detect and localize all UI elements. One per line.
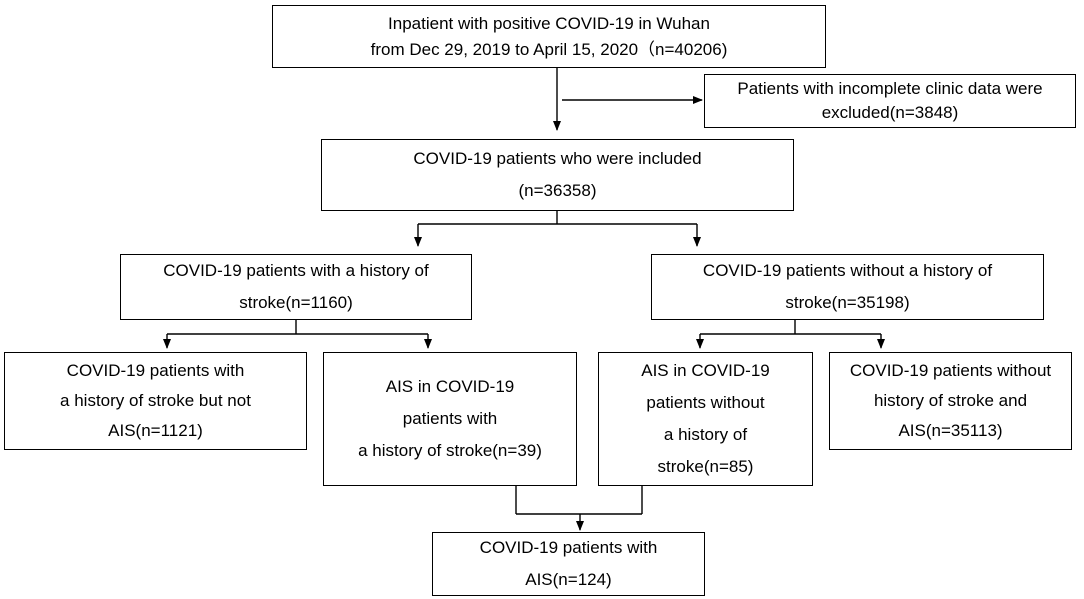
box-ais-without-history-line-2: patients without: [646, 393, 765, 412]
box-ais-total: COVID-19 patients with AIS(n=124): [432, 532, 705, 596]
box-included-line-1: COVID-19 patients who were included: [413, 149, 702, 168]
box-ais-total-line-1: COVID-19 patients with: [479, 538, 658, 557]
box-with-history-line-1: COVID-19 patients with a history of: [163, 261, 429, 280]
box-history-no-ais: COVID-19 patients with a history of stro…: [4, 352, 307, 450]
box-no-history-no-ais-line-1: COVID-19 patients without: [849, 361, 1052, 380]
box-no-history-no-ais-line-3: AIS(n=35113): [898, 421, 1003, 440]
box-with-history: COVID-19 patients with a history of stro…: [120, 254, 472, 320]
box-ais-total-line-2: AIS(n=124): [525, 570, 612, 589]
box-ais-with-history-line-1: AIS in COVID-19: [385, 377, 515, 396]
box-included: COVID-19 patients who were included (n=3…: [321, 139, 794, 211]
box-ais-with-history-line-2: patients with: [402, 409, 498, 428]
box-without-history: COVID-19 patients without a history of s…: [651, 254, 1044, 320]
box-excluded: Patients with incomplete clinic data wer…: [704, 74, 1076, 128]
box-no-history-no-ais-line-2: history of stroke and: [873, 391, 1028, 410]
box-excluded-line-1: Patients with incomplete clinic data wer…: [737, 79, 1043, 98]
box-inpatients-line-2: from Dec 29, 2019 to April 15, 2020（n=40…: [370, 39, 728, 59]
box-no-history-no-ais: COVID-19 patients without history of str…: [829, 352, 1072, 450]
box-history-no-ais-line-3: AIS(n=1121): [108, 421, 203, 440]
box-without-history-line-2: stroke(n=35198): [785, 293, 910, 312]
box-ais-without-history-line-3: a history of: [663, 425, 748, 444]
box-inpatients-line-1: Inpatient with positive COVID-19 in Wuha…: [388, 13, 710, 33]
box-ais-without-history-line-4: stroke(n=85): [657, 457, 754, 476]
box-history-no-ais-line-2: a history of stroke but not: [60, 391, 251, 410]
box-ais-with-history-line-3: a history of stroke(n=39): [358, 441, 542, 460]
box-without-history-line-1: COVID-19 patients without a history of: [702, 261, 993, 280]
box-ais-without-history-line-1: AIS in COVID-19: [641, 361, 770, 380]
box-with-history-line-2: stroke(n=1160): [239, 293, 353, 312]
box-included-line-2: (n=36358): [518, 181, 597, 200]
box-ais-without-history: AIS in COVID-19 patients without a histo…: [598, 352, 813, 486]
box-excluded-line-2: excluded(n=3848): [821, 103, 959, 122]
box-inpatients: Inpatient with positive COVID-19 in Wuha…: [272, 5, 826, 68]
box-ais-with-history: AIS in COVID-19 patients with a history …: [323, 352, 577, 486]
box-history-no-ais-line-1: COVID-19 patients with: [66, 361, 245, 380]
